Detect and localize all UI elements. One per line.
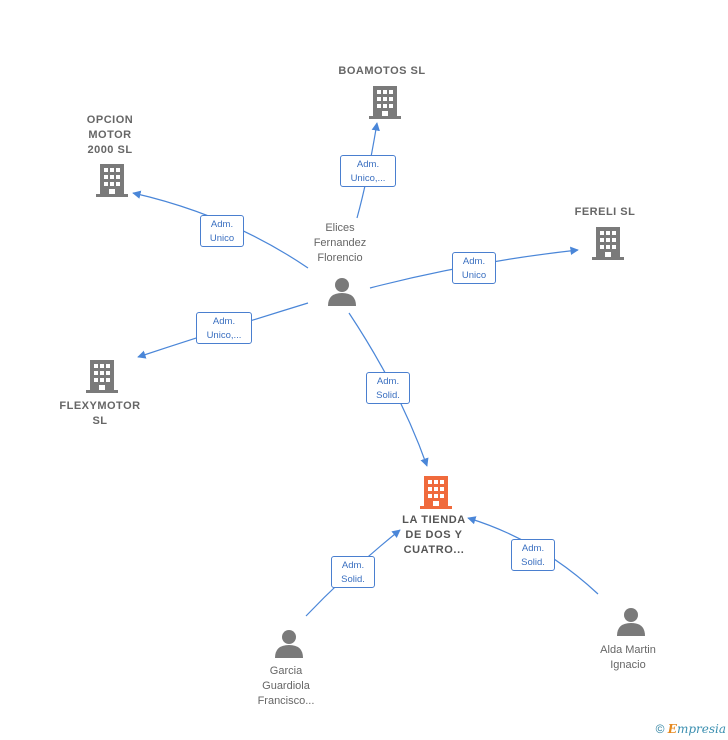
node-label-alda[interactable]: Alda Martin Ignacio	[600, 644, 656, 671]
node-label-elices[interactable]: Elices Fernandez Florencio	[313, 222, 367, 264]
node-label-la-tienda[interactable]: LA TIENDA DE DOS Y CUATRO...	[402, 514, 466, 556]
building-icon[interactable]	[369, 84, 401, 120]
node-label-flexymotor[interactable]: FLEXYMOTOR SL	[59, 400, 141, 427]
person-icon[interactable]	[616, 606, 646, 636]
person-icon[interactable]	[327, 276, 357, 306]
empresia-logo[interactable]: Empresia	[667, 722, 726, 736]
node-label-garcia[interactable]: Garcia Guardiola Francisco...	[257, 665, 315, 707]
building-icon[interactable]	[86, 358, 118, 394]
node-label-boamotos[interactable]: BOAMOTOS SL	[338, 65, 426, 77]
edge-badge-alda-tienda[interactable]: Adm. Solid.	[511, 539, 555, 571]
person-icon[interactable]	[274, 628, 304, 658]
copyright-notice: © Empresia	[656, 722, 726, 736]
edge-badge-elices-tienda[interactable]: Adm. Solid.	[366, 372, 410, 404]
building-icon-highlight[interactable]	[420, 474, 452, 510]
edge-badge-flexymotor[interactable]: Adm. Unico,...	[196, 312, 252, 344]
node-label-opcion-motor[interactable]: OPCION MOTOR 2000 SL	[86, 114, 134, 156]
edge-badge-garcia-tienda[interactable]: Adm. Solid.	[331, 556, 375, 588]
building-icon[interactable]	[96, 162, 128, 198]
node-label-fereli[interactable]: FERELI SL	[574, 206, 636, 218]
edge-badge-fereli[interactable]: Adm. Unico	[452, 252, 496, 284]
edge-badge-boamotos[interactable]: Adm. Unico,...	[340, 155, 396, 187]
edge-badge-opcion[interactable]: Adm. Unico	[200, 215, 244, 247]
copyright-icon: ©	[655, 722, 665, 736]
building-icon[interactable]	[592, 225, 624, 261]
